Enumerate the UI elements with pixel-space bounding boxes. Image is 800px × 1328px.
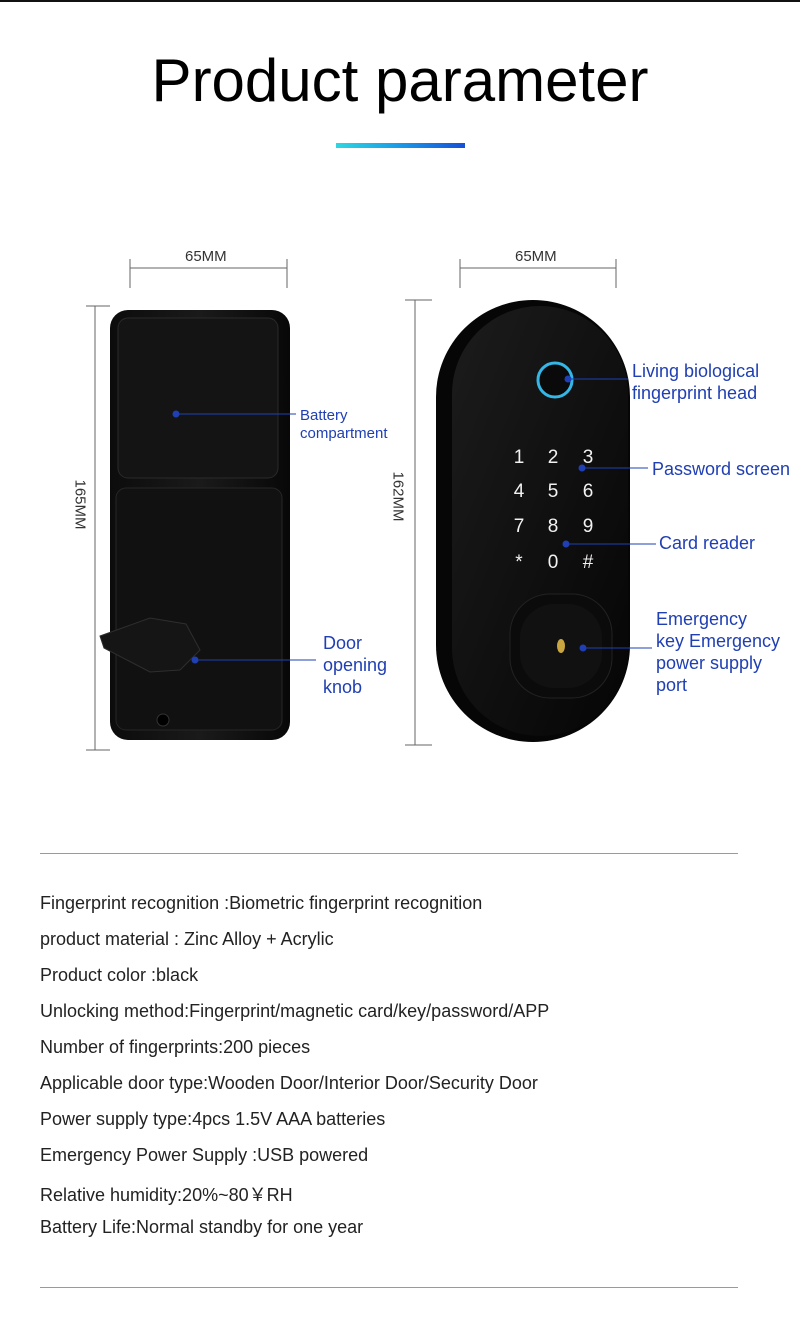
spec-power-supply: Power supply type:4pcs 1.5V AAA batterie… <box>40 1109 386 1129</box>
callout-line: port <box>656 675 688 695</box>
keypad-key: 6 <box>583 481 594 502</box>
spec-divider-bottom <box>40 1287 738 1288</box>
callout-line: power supply <box>656 653 763 673</box>
right-width-dimension <box>459 259 617 288</box>
left-width-dimension <box>129 259 288 288</box>
callout-line: Door <box>323 633 363 653</box>
top-border <box>0 0 800 2</box>
keypad-key: 2 <box>548 447 559 468</box>
spec-fingerprint-recognition: Fingerprint recognition :Biometric finge… <box>40 893 483 913</box>
callout-line: Living biological <box>632 361 760 381</box>
front-unit-illustration <box>436 300 630 742</box>
emergency-keyhole-icon <box>557 639 565 653</box>
callout-line: opening <box>323 655 388 675</box>
right-height-dimension <box>405 299 432 746</box>
product-diagram: 1 2 3 4 5 6 7 8 9 * 0 # <box>86 259 656 751</box>
fingerprint-sensor-icon <box>536 361 574 399</box>
keypad-key: * <box>515 552 523 573</box>
spec-humidity: Relative humidity:20%~80￥RH <box>40 1185 293 1205</box>
keypad-key: 7 <box>514 516 525 537</box>
keypad-key: # <box>583 552 594 573</box>
spec-fingerprint-count: Number of fingerprints:200 pieces <box>40 1037 311 1057</box>
right-width-label: 65MM <box>515 248 557 265</box>
callout-line: fingerprint head <box>632 383 758 403</box>
callout-line: compartment <box>300 425 388 442</box>
spec-emergency-power: Emergency Power Supply :USB powered <box>40 1145 369 1165</box>
spec-material: product material : Zinc Alloy + Acrylic <box>40 929 334 949</box>
keypad-key: 5 <box>548 481 559 502</box>
password-screen-callout: Password screen <box>652 459 791 479</box>
spec-divider-top <box>40 853 738 854</box>
keypad-key: 3 <box>583 447 594 468</box>
page-title: Product parameter <box>151 47 649 114</box>
keypad-key: 1 <box>514 447 525 468</box>
back-unit-illustration <box>99 310 290 740</box>
card-reader-callout: Card reader <box>659 533 756 553</box>
left-height-dimension <box>86 305 110 751</box>
spec-color: Product color :black <box>40 965 199 985</box>
left-width-label: 65MM <box>185 248 227 265</box>
battery-compartment-callout: Battery compartment <box>300 407 388 443</box>
keypad-key: 4 <box>514 481 525 502</box>
title-accent-bar <box>336 143 465 148</box>
fingerprint-head-callout: Living biological fingerprint head <box>632 360 759 404</box>
keypad-key: 8 <box>548 516 559 537</box>
emergency-port-callout: Emergency key Emergency power supply por… <box>656 608 780 696</box>
callout-line: knob <box>323 677 363 697</box>
keypad-key: 9 <box>583 516 594 537</box>
keypad: 1 2 3 4 5 6 7 8 9 * 0 # <box>514 447 594 573</box>
keypad-key: 0 <box>548 552 559 573</box>
right-height-label: 162MM <box>389 471 407 522</box>
spec-unlocking-method: Unlocking method:Fingerprint/magnetic ca… <box>40 1001 550 1021</box>
spec-door-type: Applicable door type:Wooden Door/Interio… <box>40 1073 538 1093</box>
spec-battery-life: Battery Life:Normal standby for one year <box>40 1217 364 1237</box>
callout-line: key Emergency <box>656 631 781 651</box>
left-height-label: 165MM <box>71 479 89 530</box>
door-knob-callout: Door opening knob <box>323 632 387 698</box>
callout-line: Battery <box>300 407 348 424</box>
callout-line: Emergency <box>656 609 748 629</box>
